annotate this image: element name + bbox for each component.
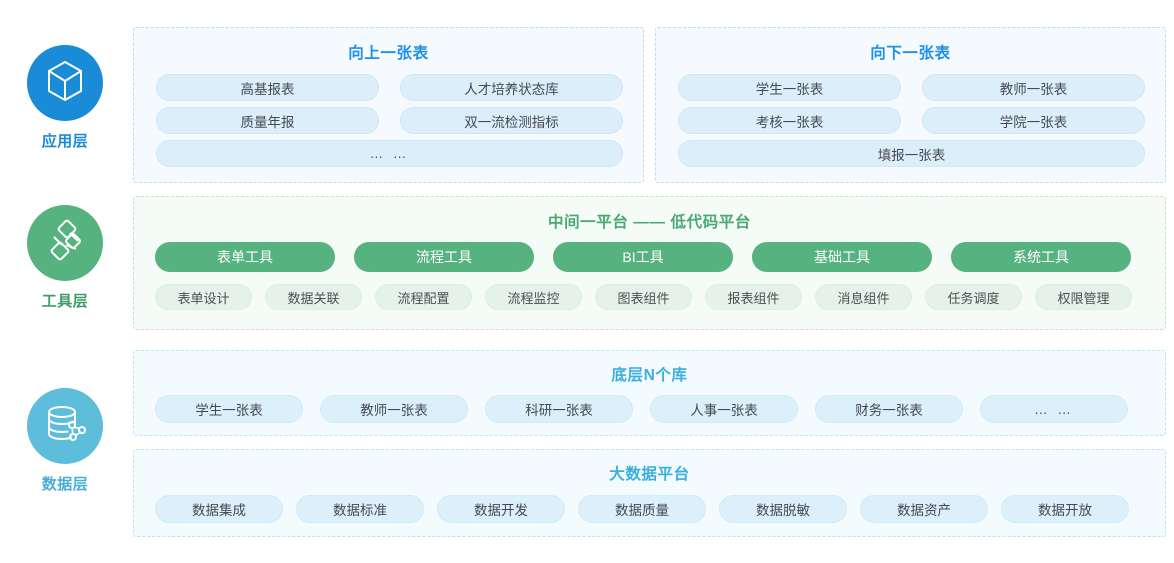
repo-chip-hr-table[interactable]: 人事一张表: [650, 395, 798, 423]
upward-row-1: 高基报表 人才培养状态库: [156, 74, 623, 101]
tool-component-data-relation[interactable]: 数据关联: [265, 284, 362, 310]
tool-component-task-schedule[interactable]: 任务调度: [925, 284, 1022, 310]
app-chip-gaoji-report[interactable]: 高基报表: [156, 74, 379, 101]
bigdata-chip-integration[interactable]: 数据集成: [155, 495, 283, 523]
app-chip-more-upward[interactable]: … …: [156, 140, 623, 167]
database-cylinder-icon: [42, 401, 88, 452]
panel-title-repositories: 底层N个库: [611, 367, 688, 384]
upward-row-2: 质量年报 双一流检测指标: [156, 107, 623, 134]
tool-layer-icon-circle: [27, 205, 103, 281]
bigdata-chip-openness[interactable]: 数据开放: [1001, 495, 1129, 523]
tool-pill-basic[interactable]: 基础工具: [752, 242, 932, 272]
bigdata-chip-development[interactable]: 数据开发: [437, 495, 565, 523]
app-chip-student-table[interactable]: 学生一张表: [678, 74, 901, 101]
downward-row-1: 学生一张表 教师一张表: [678, 74, 1145, 101]
tool-pill-form[interactable]: 表单工具: [155, 242, 335, 272]
tool-pill-bi[interactable]: BI工具: [553, 242, 733, 272]
app-chip-double-first-class-index[interactable]: 双一流检测指标: [400, 107, 623, 134]
tool-component-process-monitor[interactable]: 流程监控: [485, 284, 582, 310]
repo-chip-research-table[interactable]: 科研一张表: [485, 395, 633, 423]
cube-hexagon-icon: [43, 58, 87, 109]
app-chip-teacher-table[interactable]: 教师一张表: [922, 74, 1145, 101]
bigdata-row: 数据集成 数据标准 数据开发 数据质量 数据脱敏 数据资产 数据开放: [155, 495, 1129, 523]
bigdata-chip-standard[interactable]: 数据标准: [296, 495, 424, 523]
repo-chip-finance-table[interactable]: 财务一张表: [815, 395, 963, 423]
repo-chip-student-table[interactable]: 学生一张表: [155, 395, 303, 423]
upward-row-3: … …: [156, 140, 623, 167]
app-chip-college-table[interactable]: 学院一张表: [922, 107, 1145, 134]
data-layer-icon-circle: [27, 388, 103, 464]
downward-row-3: 填报一张表: [678, 140, 1145, 167]
bigdata-chip-assets[interactable]: 数据资产: [860, 495, 988, 523]
layer-badge-data: 数据层: [0, 388, 130, 494]
tool-pill-row: 表单工具 流程工具 BI工具 基础工具 系统工具: [155, 242, 1131, 272]
layer-label-data: 数据层: [41, 476, 89, 493]
app-chip-assessment-table[interactable]: 考核一张表: [678, 107, 901, 134]
bigdata-chip-quality[interactable]: 数据质量: [578, 495, 706, 523]
panel-title-bigdata-platform: 大数据平台: [609, 466, 690, 483]
tool-component-report[interactable]: 报表组件: [705, 284, 802, 310]
repo-chip-teacher-table[interactable]: 教师一张表: [320, 395, 468, 423]
tool-pill-process[interactable]: 流程工具: [354, 242, 534, 272]
tool-component-form-design[interactable]: 表单设计: [155, 284, 252, 310]
network-nodes-icon: [42, 218, 88, 269]
panel-upward-table: 向上一张表 高基报表 人才培养状态库 质量年报 双一流检测指标 … …: [133, 27, 644, 183]
application-layer-icon-circle: [27, 45, 103, 121]
downward-row-2: 考核一张表 学院一张表: [678, 107, 1145, 134]
layer-rail: 应用层 工具层: [0, 0, 130, 563]
panel-repositories: 底层N个库 学生一张表 教师一张表 科研一张表 人事一张表 财务一张表 … …: [133, 350, 1166, 436]
layer-badge-tool: 工具层: [0, 205, 130, 311]
app-chip-reporting-table[interactable]: 填报一张表: [678, 140, 1145, 167]
app-chip-quality-annual-report[interactable]: 质量年报: [156, 107, 379, 134]
app-chip-talent-status-db[interactable]: 人才培养状态库: [400, 74, 623, 101]
bigdata-chip-masking[interactable]: 数据脱敏: [719, 495, 847, 523]
panel-tool-layer: 中间一平台 —— 低代码平台 表单工具 流程工具 BI工具 基础工具 系统工具 …: [133, 196, 1166, 330]
tool-component-message[interactable]: 消息组件: [815, 284, 912, 310]
panel-bigdata-platform: 大数据平台 数据集成 数据标准 数据开发 数据质量 数据脱敏 数据资产 数据开放: [133, 449, 1166, 537]
panel-downward-table: 向下一张表 学生一张表 教师一张表 考核一张表 学院一张表 填报一张表: [655, 27, 1166, 183]
tool-pill-system[interactable]: 系统工具: [951, 242, 1131, 272]
panel-title-tool-layer: 中间一平台 —— 低代码平台: [547, 214, 751, 231]
layer-label-tool: 工具层: [41, 293, 89, 310]
layer-badge-application: 应用层: [0, 45, 130, 151]
panel-title-upward-table: 向上一张表: [348, 45, 429, 62]
tool-component-permission[interactable]: 权限管理: [1035, 284, 1132, 310]
panel-title-downward-table: 向下一张表: [870, 45, 951, 62]
repository-row: 学生一张表 教师一张表 科研一张表 人事一张表 财务一张表 … …: [155, 395, 1128, 423]
tool-component-row: 表单设计 数据关联 流程配置 流程监控 图表组件 报表组件 消息组件 任务调度 …: [155, 284, 1132, 310]
tool-component-chart[interactable]: 图表组件: [595, 284, 692, 310]
tool-component-process-config[interactable]: 流程配置: [375, 284, 472, 310]
layer-label-application: 应用层: [41, 133, 89, 150]
repo-chip-more[interactable]: … …: [980, 395, 1128, 423]
